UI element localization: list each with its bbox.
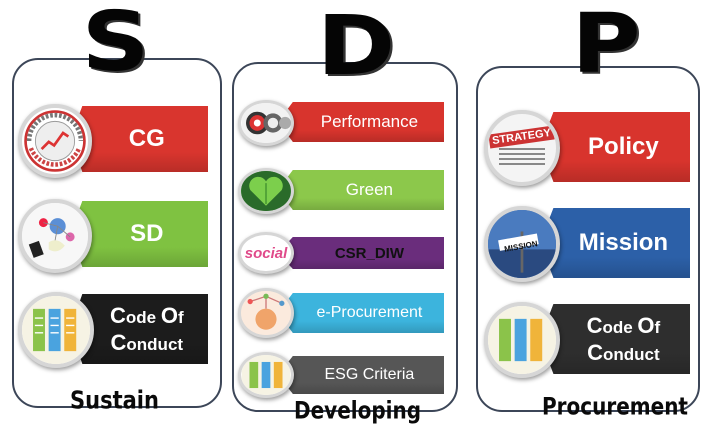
policy-label: Policy xyxy=(588,133,659,160)
e-procurement-item[interactable]: e-Procurement xyxy=(238,288,448,338)
cg-label: CG xyxy=(128,125,165,152)
document-columns-icon xyxy=(18,292,94,368)
procurement-letter: P xyxy=(571,0,641,92)
sd-label: SD xyxy=(130,220,164,247)
developing-letter: D xyxy=(316,0,396,94)
code-of-conduct-item[interactable]: Code Of Conduct xyxy=(484,302,694,378)
code-of-conduct-line2: Conduct xyxy=(110,330,184,355)
network-globe-icon xyxy=(18,199,92,273)
developing-caption: Developing xyxy=(294,395,422,425)
esg-criteria-banner[interactable]: ESG Criteria xyxy=(278,356,444,394)
csr-diw-banner[interactable]: CSR_DIW xyxy=(278,237,444,269)
sd-banner[interactable]: SD xyxy=(70,201,208,267)
green-item[interactable]: Green xyxy=(238,168,448,214)
sustain-letter: S xyxy=(81,0,150,90)
code-of-conduct-banner[interactable]: Code Of Conduct xyxy=(540,304,690,374)
procurement-caption: Procurement xyxy=(542,391,688,421)
sd-item[interactable]: SD xyxy=(18,199,213,273)
e-procurement-label: e-Procurement xyxy=(316,304,423,321)
e-procurement-banner[interactable]: e-Procurement xyxy=(278,293,444,333)
mission-road-sign-icon: MISSION xyxy=(484,206,560,282)
strategy-word-cloud-icon: STRATEGY xyxy=(484,110,560,186)
mission-banner[interactable]: Mission xyxy=(540,208,690,278)
green-label: Green xyxy=(345,180,394,199)
cg-banner[interactable]: CG xyxy=(70,106,208,172)
target-icon xyxy=(238,100,294,146)
document-columns-icon xyxy=(238,352,294,398)
performance-banner[interactable]: Performance xyxy=(278,102,444,142)
esg-criteria-label: ESG Criteria xyxy=(324,366,415,383)
document-columns-icon xyxy=(484,302,560,378)
performance-item[interactable]: Performance xyxy=(238,100,448,146)
code-of-conduct-banner[interactable]: Code Of Conduct xyxy=(70,294,208,364)
csr-diw-item[interactable]: CSR_DIW social xyxy=(238,232,448,274)
code-of-conduct-item[interactable]: Code Of Conduct xyxy=(18,292,213,368)
code-of-conduct-line1: Code Of xyxy=(586,312,661,338)
policy-banner[interactable]: Policy xyxy=(540,112,690,182)
mission-item[interactable]: Mission MISSION xyxy=(484,206,694,282)
globe-network-icon xyxy=(238,288,294,338)
esg-criteria-item[interactable]: ESG Criteria xyxy=(238,352,448,398)
code-of-conduct-line2: Conduct xyxy=(587,340,660,365)
social-word-icon: social xyxy=(238,232,294,274)
code-of-conduct-line1: Code Of xyxy=(109,302,184,328)
policy-item[interactable]: Policy STRATEGY xyxy=(484,110,694,186)
green-banner[interactable]: Green xyxy=(278,170,444,210)
word-cloud-lines xyxy=(499,148,545,166)
green-heart-leaf-icon xyxy=(238,168,294,214)
performance-label: Performance xyxy=(320,112,419,131)
csr-diw-label: CSR_DIW xyxy=(334,244,404,262)
anti-corruption-seal-icon xyxy=(18,104,92,178)
cg-item[interactable]: CG xyxy=(18,104,213,178)
sustain-caption: Sustain xyxy=(70,385,159,415)
mission-label: Mission xyxy=(578,229,669,256)
